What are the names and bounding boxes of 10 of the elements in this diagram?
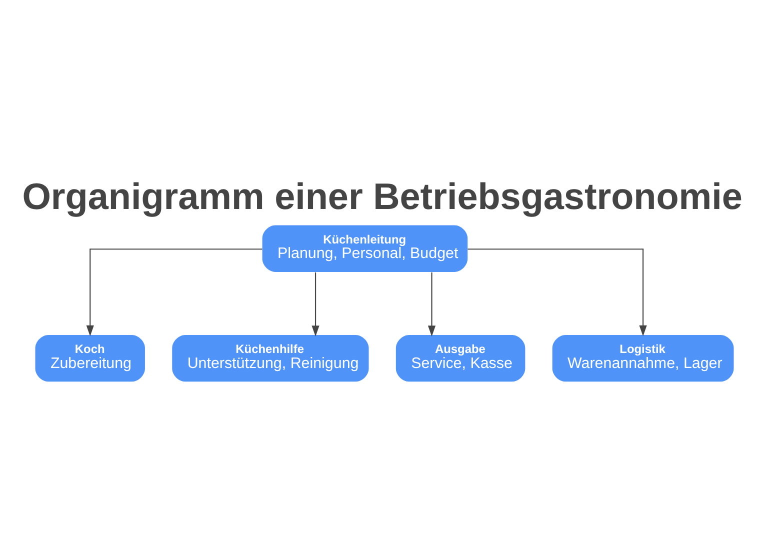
arrow (312, 272, 320, 337)
node-box: Küchenleitung Planung, Personal, Budget (262, 225, 468, 272)
node-box: Ausgabe Service, Kasse (396, 334, 526, 382)
arrow (428, 272, 436, 337)
arrow (86, 248, 262, 336)
node-box: Koch Zubereitung (35, 334, 145, 382)
node-box: Küchenhilfe Unterstützung, Reinigung (172, 334, 369, 382)
node-box: Logistik Warenannahme, Lager (552, 334, 734, 382)
arrow (468, 248, 647, 336)
diagram-title: Organigramm einer Betriebsgastronomie (22, 176, 742, 218)
